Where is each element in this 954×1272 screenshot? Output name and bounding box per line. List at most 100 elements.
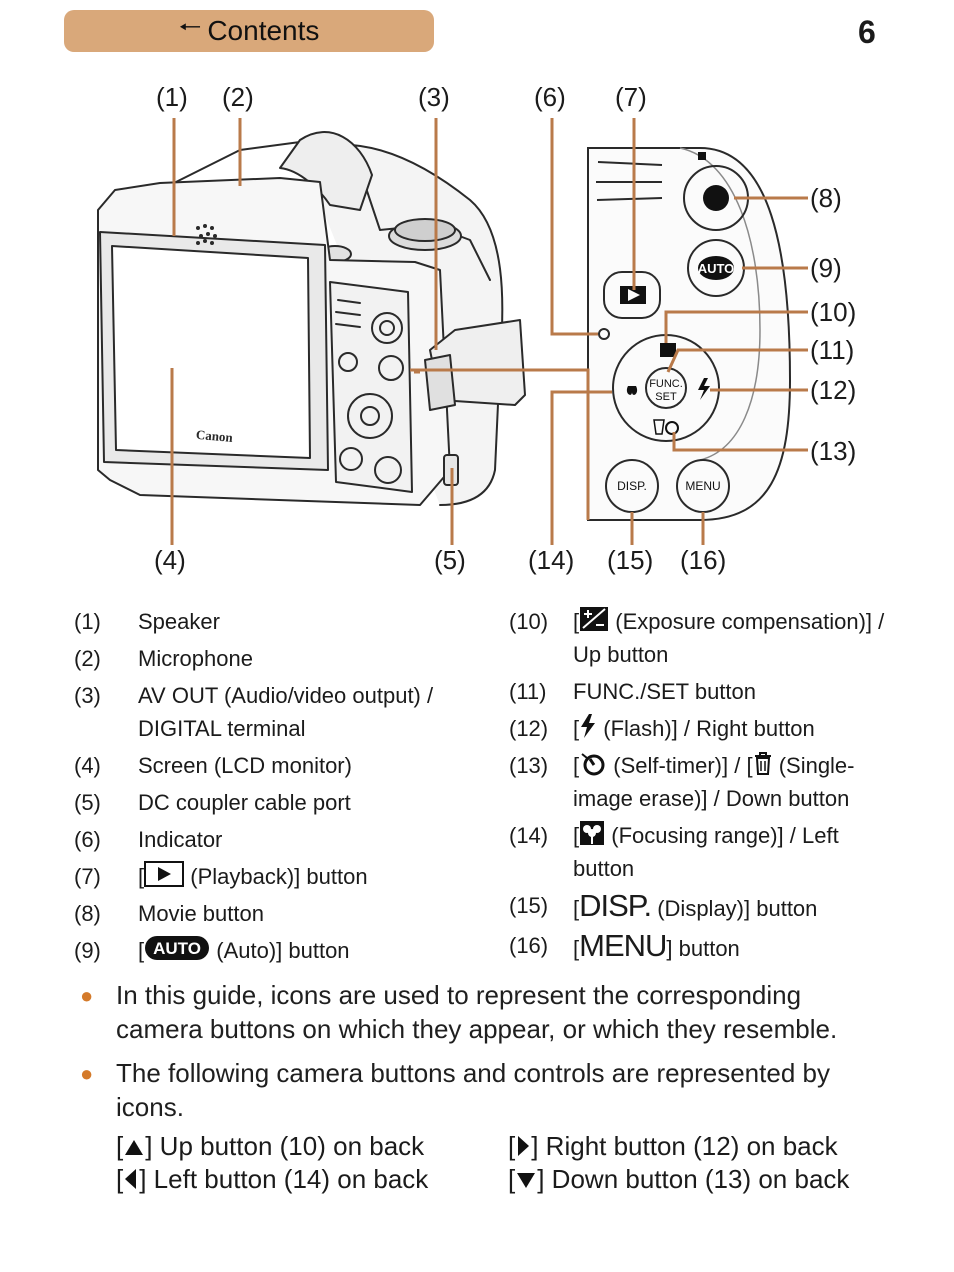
legend-row: (5)DC coupler cable port <box>74 786 494 819</box>
legend-text: [ <box>138 864 145 889</box>
legend-num: (14) <box>509 823 549 848</box>
legend-text: DC coupler cable port <box>138 790 351 815</box>
legend-num: (15) <box>509 893 549 918</box>
legend-text: Indicator <box>138 827 223 852</box>
icon-legend-text: [ <box>508 1131 516 1161</box>
legend-text: image erase)] / Down button <box>573 786 850 811</box>
legend-num: (12) <box>509 716 549 741</box>
legend-text: [ <box>573 609 580 634</box>
detail-menu-label: MENU <box>685 479 720 493</box>
legend-text: (Flash)] / Right button <box>597 716 815 741</box>
callout-14: (14) <box>528 545 575 575</box>
legend-row: (13) [ (Self-timer)] / [ (Single-image er… <box>509 749 929 815</box>
detail-play-icon <box>620 286 646 304</box>
legend-text: (Single- <box>772 753 855 778</box>
callout-9: (9) <box>810 253 842 283</box>
contents-button[interactable]: 🠐 Contents <box>64 10 434 52</box>
bullet-dot-icon: ● <box>80 1061 94 1086</box>
legend-num: (4) <box>74 753 101 778</box>
legend-num: (1) <box>74 609 101 634</box>
icon-legend-text: [ <box>116 1131 124 1161</box>
legend-text: (Display)] button <box>651 896 818 921</box>
legend-num: (3) <box>74 683 101 708</box>
legend-row: (2)Microphone <box>74 642 494 675</box>
legend-text: [ <box>573 823 580 848</box>
callout-11: (11) <box>810 335 855 365</box>
legend-text: Screen (LCD monitor) <box>138 753 352 778</box>
menu-icon: MENU <box>579 928 667 963</box>
notes: ● In this guide, icons are used to repre… <box>80 978 910 1134</box>
callout-15: (15) <box>607 545 654 575</box>
detail-func-label: FUNC. <box>649 378 683 390</box>
icon-legend-down: [] Down button (13) on back <box>508 1163 849 1196</box>
legend-text: DIGITAL terminal <box>138 716 306 741</box>
detail-disp-label: DISP. <box>617 479 647 493</box>
bullet-text: The following camera buttons and control… <box>116 1058 830 1088</box>
callout-8: (8) <box>810 183 842 213</box>
icon-legend-text: [ <box>116 1164 124 1194</box>
legend-row: (8) Movie button <box>74 897 494 930</box>
legend-row: (16) [MENU] button <box>509 929 929 965</box>
legend-text: (Focusing range)] / Left <box>605 823 839 848</box>
legend-text: (Exposure compensation)] / <box>609 609 885 634</box>
detail-set-label: SET <box>655 391 677 403</box>
legend-text: Movie button <box>138 901 264 926</box>
bullet-item: ● In this guide, icons are used to repre… <box>80 978 910 1046</box>
callout-1: (1) <box>156 82 188 112</box>
legend-num: (9) <box>74 938 101 963</box>
bullet-item: ● The following camera buttons and contr… <box>80 1056 910 1124</box>
legend-num: (10) <box>509 609 549 634</box>
legend-num: (13) <box>509 753 549 778</box>
legend-num: (8) <box>74 901 101 926</box>
callout-16: (16) <box>680 545 727 575</box>
legend-text: [ <box>573 716 580 741</box>
right-arrow-icon <box>518 1136 530 1156</box>
callout-2: (2) <box>222 82 254 112</box>
legend-left: (1)Speaker (2)Microphone (3)AV OUT (Audi… <box>74 605 494 967</box>
bullet-text: icons. <box>116 1092 184 1122</box>
legend-text: (Self-timer)] / [ <box>607 753 753 778</box>
flash-icon <box>581 714 596 738</box>
legend-text: (Auto)] button <box>210 938 350 963</box>
down-arrow-icon <box>517 1173 536 1188</box>
legend-num: (6) <box>74 827 101 852</box>
up-arrow-icon <box>125 1140 144 1155</box>
icon-legend-text: ] Right button (12) on back <box>531 1131 838 1161</box>
callout-7: (7) <box>615 82 647 112</box>
left-arrow-icon <box>125 1169 137 1189</box>
callout-4: (4) <box>154 545 186 575</box>
legend-row: (7)[ (Playback)] button <box>74 860 494 893</box>
legend-text: ] button <box>666 936 740 961</box>
self-timer-icon <box>581 753 605 776</box>
macro-flower-icon <box>580 821 605 845</box>
legend-row: (1)Speaker <box>74 605 494 638</box>
icon-legend-text: ] Down button (13) on back <box>537 1164 850 1194</box>
back-arrow-icon: 🠐 <box>178 12 202 42</box>
legend-text: [ <box>573 936 580 961</box>
callout-13: (13) <box>810 436 857 466</box>
legend-row: (12) [ (Flash)] / Right button <box>509 712 929 745</box>
legend-row: (9) [AUTO (Auto)] button <box>74 934 494 967</box>
legend-row: (6) Indicator <box>74 823 494 856</box>
legend-row: (3)AV OUT (Audio/video output) /DIGITAL … <box>74 679 494 745</box>
legend-text: FUNC./SET button <box>573 679 756 704</box>
legend-text: button <box>573 856 635 881</box>
legend-text: Microphone <box>138 646 253 671</box>
legend-num: (7) <box>74 864 101 889</box>
trash-icon <box>754 752 771 775</box>
legend-num: (11) <box>509 679 547 704</box>
legend-text: [ <box>573 753 580 778</box>
legend-text: [ <box>138 938 145 963</box>
legend-text: Up button <box>573 642 669 667</box>
brand-logo: Canon <box>195 427 234 445</box>
disp-icon: DISP. <box>579 888 652 923</box>
auto-mode-icon: AUTO <box>145 936 210 960</box>
legend-row: (15)[DISP. (Display)] button <box>509 889 929 925</box>
icon-legend-text: ] Up button (10) on back <box>145 1131 425 1161</box>
page-number: 6 <box>858 14 876 50</box>
contents-label: Contents <box>207 15 320 46</box>
callout-6: (6) <box>534 82 566 112</box>
legend-row: (11) FUNC./SET button <box>509 675 929 708</box>
bullet-dot-icon: ● <box>80 983 94 1008</box>
legend-num: (16) <box>509 933 549 958</box>
